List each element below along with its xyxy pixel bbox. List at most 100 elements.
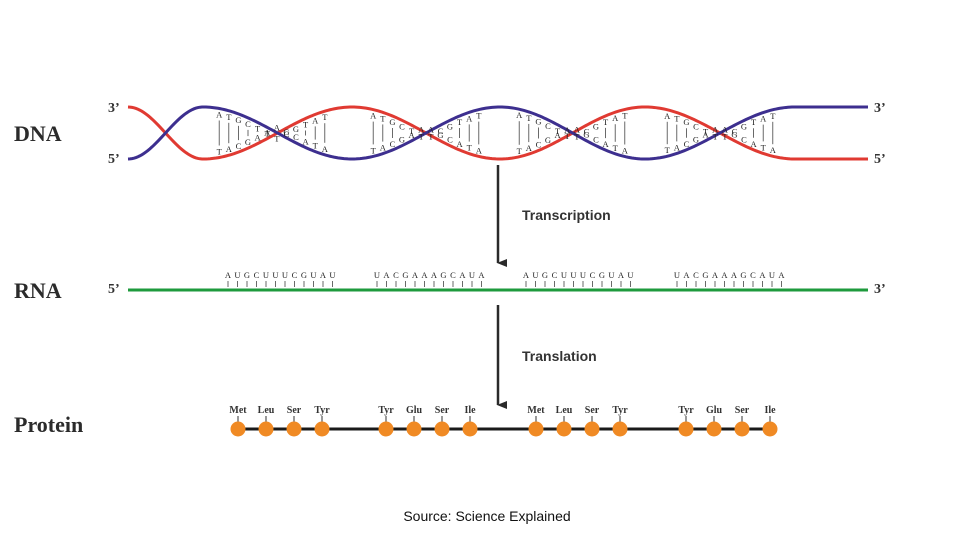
dna-base-top: T xyxy=(674,114,680,124)
dna-base-top: A xyxy=(216,110,223,120)
rna-base: U xyxy=(329,270,335,280)
dna-base-top: A xyxy=(312,115,319,125)
dna-base-bottom: A xyxy=(274,122,281,132)
dna-base-bottom: C xyxy=(390,139,396,149)
dna-base-bottom: A xyxy=(380,143,387,153)
rna-base: A xyxy=(731,270,738,280)
dna-base-top: G xyxy=(389,117,395,127)
dna-strand-blue xyxy=(127,105,868,161)
rna-base: A xyxy=(459,270,466,280)
rna-base: U xyxy=(674,270,680,280)
dna-base-bottom: A xyxy=(703,130,710,140)
dna-base-bottom: A xyxy=(722,125,729,135)
dna-label: DNA xyxy=(14,121,62,146)
dna-base-bottom: A xyxy=(428,125,435,135)
amino-acid-bead xyxy=(762,421,778,437)
amino-acid-label: Leu xyxy=(556,405,573,416)
rna-base: C xyxy=(393,270,399,280)
amino-acid-label: Ser xyxy=(735,405,750,416)
translation-label: Translation xyxy=(522,348,597,364)
dna-base-top: C xyxy=(732,126,738,136)
rna-base: G xyxy=(740,270,746,280)
rna-base: A xyxy=(431,270,438,280)
dna-base-bottom: C xyxy=(741,135,747,145)
rna-base: A xyxy=(412,270,419,280)
dna-base-top: G xyxy=(235,115,241,125)
amino-acid-bead xyxy=(462,421,478,437)
dna-base-top: G xyxy=(447,121,453,131)
dna-right-top-end: 3’ xyxy=(874,101,886,116)
rna-base: G xyxy=(440,270,446,280)
amino-acid-bead xyxy=(286,421,302,437)
rna-left-end: 5’ xyxy=(108,282,120,297)
rna-base: U xyxy=(769,270,775,280)
dna-base-bottom: A xyxy=(526,143,533,153)
dna-base-top: T xyxy=(274,134,280,144)
amino-acid-label: Ile xyxy=(764,405,776,416)
dna-base-bottom: T xyxy=(517,146,523,156)
dna-base-bottom: A xyxy=(574,124,581,134)
dna-base-top: T xyxy=(322,112,328,122)
rna-base: U xyxy=(532,270,538,280)
dna-base-bottom: G xyxy=(583,130,589,140)
rna-base: A xyxy=(683,270,690,280)
amino-acid-bead xyxy=(734,421,750,437)
rna-base: U xyxy=(561,270,567,280)
dna-base-top: T xyxy=(770,111,776,121)
dna-base-bottom: G xyxy=(545,135,551,145)
transcription-label: Transcription xyxy=(522,207,611,223)
dna-strand-red xyxy=(127,105,868,161)
dna-left-bottom-end: 5’ xyxy=(108,152,120,167)
amino-acid-bead xyxy=(406,421,422,437)
dna-base-top: T xyxy=(255,123,261,133)
dna-base-top: T xyxy=(622,111,628,121)
rna-base: A xyxy=(421,270,428,280)
amino-acid-label: Tyr xyxy=(678,405,694,416)
dna-base-top: T xyxy=(457,117,463,127)
dna-base-bottom: A xyxy=(457,139,464,149)
amino-acid-label: Glu xyxy=(406,405,423,416)
dna-base-top: A xyxy=(760,114,767,124)
dna-base-bottom: A xyxy=(555,130,562,140)
rna-base: A xyxy=(778,270,785,280)
rna-base: A xyxy=(721,270,728,280)
amino-acid-label: Tyr xyxy=(314,405,330,416)
dna-base-bottom: A xyxy=(751,139,758,149)
dna-base-top: G xyxy=(593,121,599,131)
rna-base: C xyxy=(552,270,558,280)
dna-base-pair-rungs xyxy=(218,120,774,146)
rna-base: C xyxy=(750,270,756,280)
dna-base-top: C xyxy=(245,119,251,129)
dna-base-top: A xyxy=(370,111,377,121)
rna-base: U xyxy=(627,270,633,280)
rna-base: A xyxy=(383,270,390,280)
rna-base: U xyxy=(469,270,475,280)
dna-base-bottom: G xyxy=(283,127,289,137)
amino-acid-label: Tyr xyxy=(612,405,628,416)
rna-base: C xyxy=(693,270,699,280)
rna-base: C xyxy=(590,270,596,280)
dna-base-top: T xyxy=(574,132,580,142)
rna-base: U xyxy=(310,270,316,280)
dna-base-bottom: C xyxy=(293,132,299,142)
amino-acid-label: Tyr xyxy=(378,405,394,416)
rna-base: G xyxy=(244,270,250,280)
dna-base-top: C xyxy=(284,129,290,139)
dna-base-top: T xyxy=(380,113,386,123)
rna-base: U xyxy=(272,270,278,280)
dna-base-top: T xyxy=(703,126,709,136)
dna-base-bottom: C xyxy=(236,141,242,151)
dna-left-top-end: 3’ xyxy=(108,101,120,116)
rna-base: U xyxy=(263,270,269,280)
dna-base-top: T xyxy=(265,128,271,138)
amino-acid-bead xyxy=(528,421,544,437)
amino-acid-label: Ser xyxy=(435,405,450,416)
dna-base-bottom: C xyxy=(684,139,690,149)
dna-base-top: T xyxy=(555,126,561,136)
dna-base-top: A xyxy=(612,113,619,123)
dna-base-top: G xyxy=(683,117,689,127)
dna-base-bottom: A xyxy=(255,133,262,143)
dna-base-bottom: G xyxy=(245,137,251,147)
dna-base-bottom: A xyxy=(622,146,629,156)
